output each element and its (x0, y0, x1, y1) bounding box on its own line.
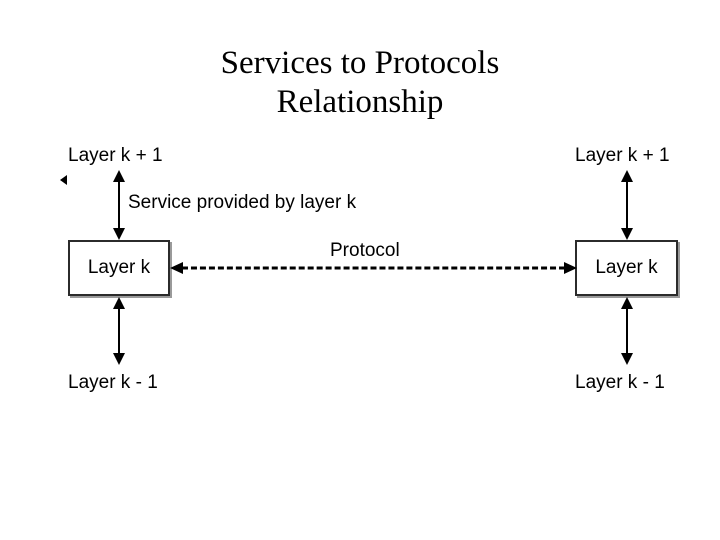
right-lower-layer-label: Layer k - 1 (575, 372, 665, 393)
arrowhead-left-icon (170, 262, 183, 274)
arrow-shaft (626, 303, 628, 359)
protocol-label: Protocol (330, 240, 400, 261)
left-upper-layer-label: Layer k + 1 (68, 145, 163, 166)
right-layer-k-box-label: Layer k (595, 257, 658, 278)
left-layer-k-box-label: Layer k (87, 257, 151, 278)
page-title: Services to Protocols Relationship (220, 45, 500, 120)
left-upper-service-arrow (112, 170, 126, 240)
arrowhead-down-icon (113, 353, 125, 365)
arrowhead-right-icon (564, 262, 577, 274)
bullet-marker-icon (60, 175, 67, 185)
right-lower-service-arrow (620, 297, 634, 365)
arrow-shaft (118, 303, 120, 359)
arrow-shaft (118, 176, 120, 234)
left-layer-k-box[interactable]: Layer k (68, 240, 170, 296)
left-lower-service-arrow (112, 297, 126, 365)
right-upper-service-arrow (620, 170, 634, 240)
arrowhead-down-icon (621, 353, 633, 365)
right-upper-layer-label: Layer k + 1 (575, 145, 670, 166)
arrowhead-down-icon (113, 228, 125, 240)
left-lower-layer-label: Layer k - 1 (68, 372, 158, 393)
arrowhead-down-icon (621, 228, 633, 240)
dashed-shaft (182, 266, 565, 270)
right-layer-k-box[interactable]: Layer k (575, 240, 678, 296)
arrow-shaft (626, 176, 628, 234)
service-provided-label: Service provided by layer k (128, 192, 357, 213)
protocol-dashed-connector (170, 261, 577, 275)
